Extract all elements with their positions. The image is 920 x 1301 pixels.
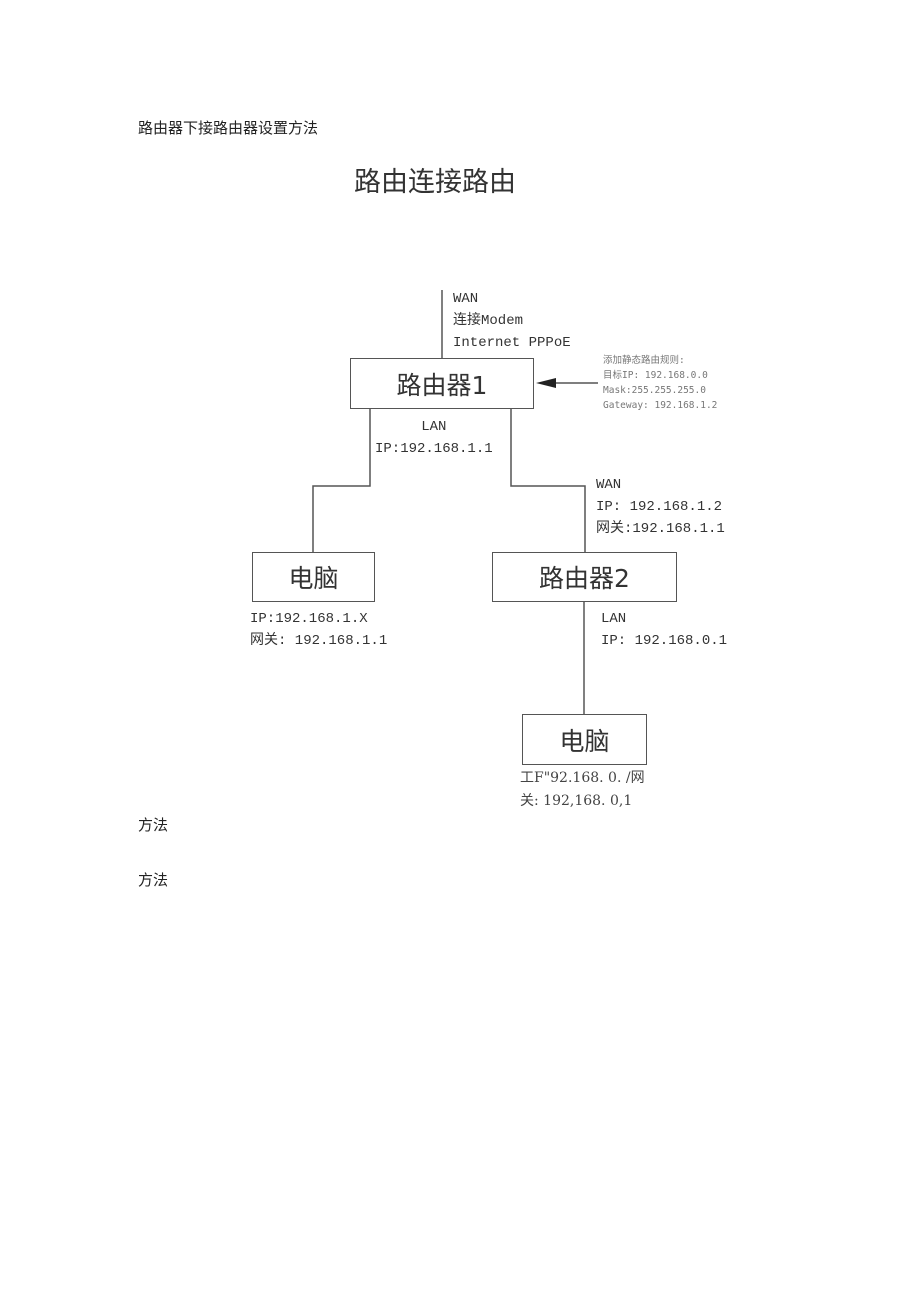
doc-heading: 路由器下接路由器设置方法: [138, 119, 319, 137]
router2-lan-labels: LAN IP: 192.168.0.1: [601, 608, 727, 652]
router2-wan-labels: WAN IP: 192.168.1.2 网关:192.168.1.1: [596, 474, 725, 540]
pc1-info: IP:192.168.1.X 网关: 192.168.1.1: [250, 608, 387, 652]
method-heading-2: 方法: [138, 871, 169, 889]
wan-ip-label: IP: 192.168.1.2: [596, 499, 723, 515]
pc1-ip: IP:192.168.1.X: [250, 611, 368, 627]
wan-label: WAN: [453, 291, 479, 307]
note-line: Gateway: 192.168.1.2: [603, 400, 718, 411]
lan-ip-label: IP: 192.168.0.1: [601, 633, 728, 649]
lan-ip-label: IP:192.168.1.1: [375, 441, 493, 457]
pc1-box: 电脑: [252, 552, 375, 602]
pc2-ip: 工F"92.168. 0. /网: [520, 770, 645, 786]
static-route-note: 添加静态路由规则: 目标IP: 192.168.0.0 Mask:255.255…: [603, 353, 717, 413]
pc2-gateway: 关: 192,168. 0,1: [520, 793, 633, 809]
method-heading-1: 方法: [138, 816, 169, 834]
note-line: 添加静态路由规则:: [603, 355, 685, 366]
wan-label: WAN: [596, 477, 622, 493]
lan-label: LAN: [421, 419, 447, 435]
modem-label: 连接Modem: [453, 313, 524, 329]
router1-pc1-line: [312, 408, 371, 552]
pc1-gateway: 网关: 192.168.1.1: [250, 633, 388, 649]
diagram-title: 路由连接路由: [354, 167, 516, 198]
note-line: Mask:255.255.255.0: [603, 385, 706, 396]
router1-lan-labels: LAN IP:192.168.1.1: [375, 416, 493, 460]
router2-box: 路由器2: [492, 552, 677, 602]
router1-router2-line: [510, 408, 586, 552]
wan-top-labels: WAN 连接Modem Internet PPPoE: [453, 288, 571, 354]
lan-label: LAN: [601, 611, 627, 627]
pc2-info: 工F"92.168. 0. /网 关: 192,168. 0,1: [520, 767, 645, 813]
router1-box: 路由器1: [350, 358, 534, 409]
wan-gateway-label: 网关:192.168.1.1: [596, 521, 725, 537]
arrow-head-icon: [536, 378, 556, 388]
pppoe-label: Internet PPPoE: [453, 335, 571, 351]
note-line: 目标IP: 192.168.0.0: [603, 370, 708, 381]
pc2-box: 电脑: [522, 714, 647, 765]
